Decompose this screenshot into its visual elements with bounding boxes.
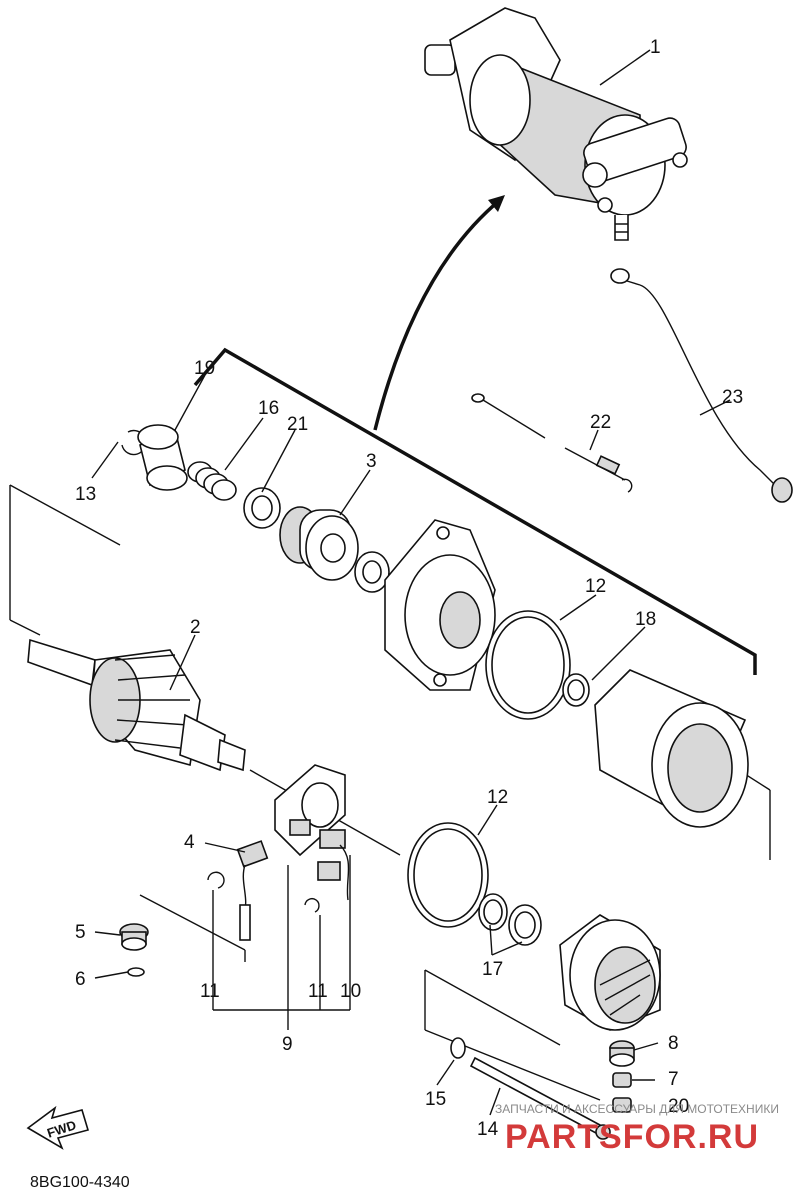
- yoke-housing: [594, 669, 749, 828]
- spring-16: [187, 461, 237, 501]
- spring-clip-11-right: [304, 897, 320, 913]
- label-12-upper: 12: [585, 576, 606, 597]
- label-20: 20: [668, 1096, 689, 1117]
- label-11-left: 11: [200, 981, 220, 1002]
- brush-holder-plate-9: [274, 764, 346, 857]
- label-1: 1: [650, 37, 661, 58]
- washer-15: [450, 1037, 466, 1059]
- front-cover: [384, 519, 496, 691]
- washer-6: [127, 967, 145, 977]
- fwd-arrow: FWD: [26, 1105, 90, 1150]
- label-16: 16: [258, 398, 279, 419]
- spring-clip-11-left: [207, 871, 225, 889]
- label-5: 5: [75, 922, 86, 943]
- label-15: 15: [425, 1089, 446, 1110]
- part-labels: 1 2 3 4 5 6 7 8 9 10 11 11 12 12 13 14 1…: [75, 37, 743, 1140]
- nut-20: [612, 1097, 632, 1113]
- label-9: 9: [282, 1034, 293, 1055]
- label-19: 19: [194, 358, 215, 379]
- watermark-logo: PARTSFOR.RU: [505, 1118, 759, 1156]
- label-18: 18: [635, 609, 656, 630]
- label-7: 7: [668, 1069, 679, 1090]
- cable-22: [471, 393, 633, 493]
- brush-4: [236, 840, 269, 941]
- label-8: 8: [668, 1033, 679, 1054]
- label-17: 17: [482, 959, 503, 980]
- washer-gear: [354, 551, 390, 593]
- label-3: 3: [366, 451, 377, 472]
- watermark-tagline: ЗАПЧАСТИ И АКСЕССУАРЫ ДЛЯ МОТОТЕХНИКИ: [495, 1102, 779, 1116]
- brush-10: [317, 844, 350, 901]
- label-4: 4: [184, 832, 195, 853]
- leader-lines: [91, 49, 731, 1116]
- pinion-gear-3: [279, 506, 359, 581]
- exploded-group-bracket: [193, 347, 757, 675]
- o-ring-18: [562, 673, 590, 707]
- armature-2: [27, 638, 246, 772]
- diagram-code: 8BG100-4340: [30, 1174, 130, 1191]
- label-2: 2: [190, 617, 201, 638]
- label-12-lower: 12: [487, 787, 508, 808]
- bushing-5: [119, 923, 149, 951]
- label-22: 22: [590, 412, 611, 433]
- label-21: 21: [287, 414, 308, 435]
- starter-motor-assembly: [424, 7, 688, 241]
- o-ring-12-upper: [485, 610, 571, 720]
- nut-7: [612, 1072, 632, 1088]
- rear-cover: [559, 914, 661, 1031]
- label-11-right: 11: [308, 981, 328, 1002]
- collar-19: [137, 424, 188, 491]
- through-bolt-14: [469, 1056, 611, 1140]
- cable-23: [610, 268, 793, 503]
- shims-17: [478, 893, 542, 946]
- label-23: 23: [722, 387, 743, 408]
- label-6: 6: [75, 969, 86, 990]
- label-14: 14: [477, 1119, 499, 1140]
- label-10: 10: [340, 981, 361, 1002]
- o-ring-12-lower: [407, 822, 489, 928]
- label-13: 13: [75, 484, 96, 505]
- washer-21: [243, 487, 281, 529]
- cap-8: [609, 1040, 635, 1067]
- explode-arrow: [373, 195, 505, 431]
- watermark: ЗАПЧАСТИ И АКСЕССУАРЫ ДЛЯ МОТОТЕХНИКИ PA…: [495, 1102, 779, 1156]
